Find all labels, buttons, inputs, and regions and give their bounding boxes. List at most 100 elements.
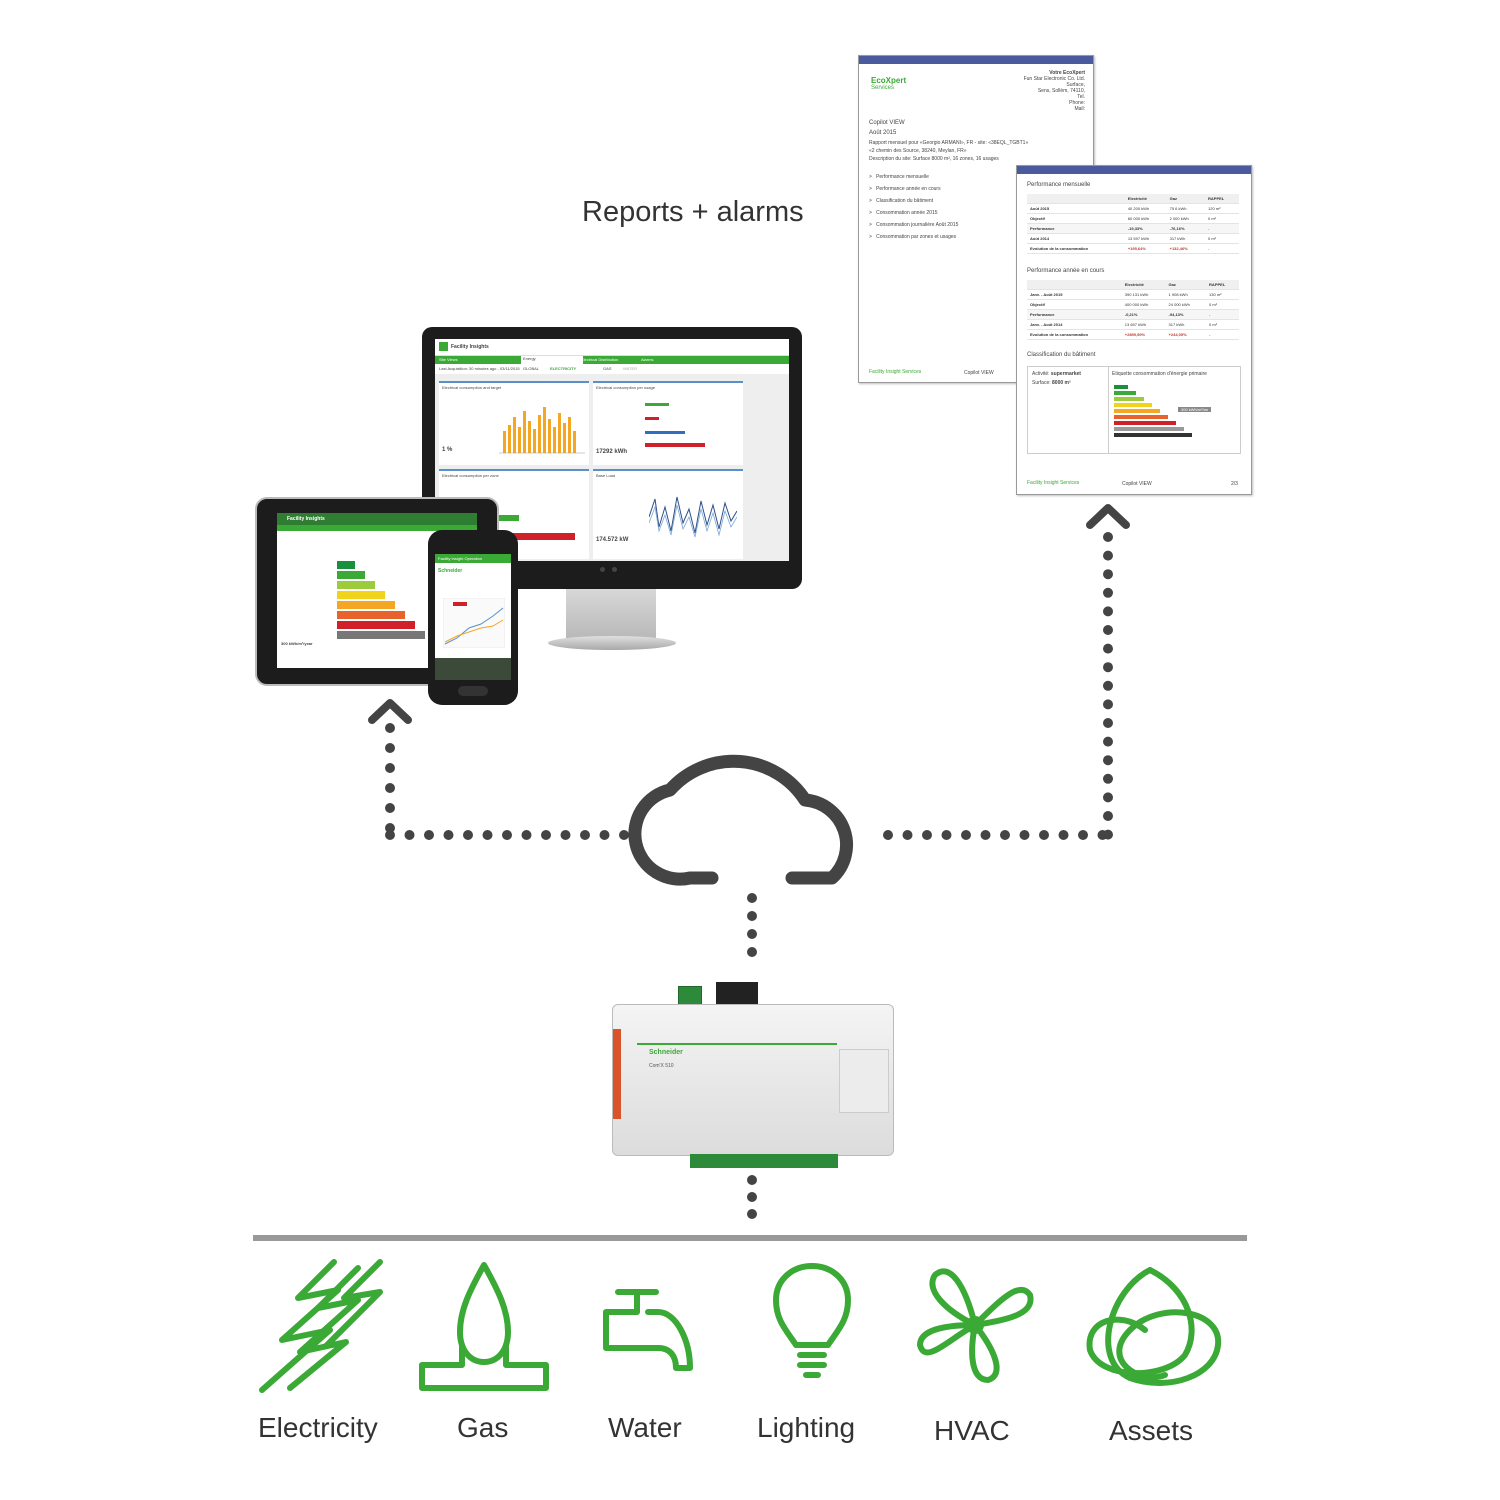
bar-chart-usage [645, 403, 705, 447]
table-cell: -94,13% [1165, 309, 1207, 320]
label-hvac: HVAC [934, 1415, 1010, 1446]
energy-class-bar [337, 561, 355, 569]
energy-label-value: 300 kWh/m²/an [1178, 407, 1212, 412]
tab-site-views[interactable]: Site Views [439, 357, 458, 362]
total-value: 17292 kWh [596, 449, 628, 455]
phone-brand: Schneider [438, 568, 463, 574]
gateway-model: Com'X 510 [649, 1063, 674, 1069]
monitor-button-icon [600, 567, 605, 572]
activity: Activité: supermarket [1032, 371, 1081, 377]
up-arrow-right-icon [1086, 504, 1130, 529]
app-name: Facility Insight Operation [438, 556, 483, 561]
phone-photo [435, 658, 511, 680]
monitor-base [548, 636, 676, 650]
surface: Surface: 8000 m² [1032, 380, 1071, 386]
report-address: «2 chemin des Source, 38240, Meylan, FR» [869, 148, 967, 154]
table-cell: +2859,50% [1121, 329, 1166, 340]
table-cell: 40 200 kWh [1124, 203, 1167, 214]
lightning-icon [259, 1259, 383, 1393]
table-row: Evolution de la consommation+2859,50%+24… [1027, 329, 1239, 340]
table-header [1027, 280, 1122, 290]
table-cell: 24 000 kWh [1165, 299, 1207, 310]
label-assets: Assets [1109, 1415, 1194, 1446]
energy-label-title: Etiquette consommation d'énergie primair… [1112, 371, 1207, 377]
classification-divider [1108, 367, 1109, 453]
table-cell: -19,33% [1124, 223, 1167, 234]
table-cell: Objectif [1027, 299, 1122, 310]
subtab-global[interactable]: GLOBAL [523, 366, 540, 371]
panel-title: Electrical consumption per zone [442, 473, 499, 478]
toc-item: > Classification du bâtiment [869, 198, 934, 204]
table-cell: -0,21% [1121, 309, 1166, 320]
table-cell: 2 000 kWh [1166, 213, 1205, 224]
energy-class-bar [1114, 385, 1128, 389]
table-cell: 13 597 kWh [1124, 233, 1167, 244]
logo-text: EcoXpert [871, 76, 907, 85]
status-bar: Last Acquisition: 30 minutes ago - 03/11… [435, 364, 789, 374]
total-value: 174.572 kW [596, 537, 629, 543]
app-name: Facility Insights [451, 344, 489, 350]
report-month: Août 2015 [869, 130, 897, 136]
section-title: Performance année en cours [1027, 268, 1105, 274]
toc-item: > Consommation par zones et usages [869, 234, 957, 240]
panel-title: Electrical consumption and target [442, 385, 502, 390]
addr-line: Votre EcoXpert [1049, 70, 1085, 76]
table-cell: 130 m² [1206, 289, 1239, 300]
table-cell: 0 m² [1205, 233, 1239, 244]
classification-box: Activité: supermarket Surface: 8000 m² E… [1027, 366, 1241, 454]
addr-line: Tel. [1077, 94, 1085, 100]
energy-label-chart [1114, 385, 1192, 437]
table-header: Electricité [1124, 194, 1167, 204]
tab-energy[interactable]: Energy [521, 356, 583, 364]
tab-alarms[interactable]: Alarms [641, 357, 654, 362]
toc-item: > Performance année en cours [869, 186, 941, 192]
tab-electrical-distribution[interactable]: Electrical Distribution [581, 357, 619, 362]
table-cell: 60 000 kWh [1124, 213, 1167, 224]
addr-line: Surface, [1066, 82, 1085, 88]
app-name: Facility Insights [287, 516, 325, 522]
subtab-electricity[interactable]: ELECTRICITY [550, 366, 577, 371]
fan-icon [917, 1268, 1034, 1383]
table-cell: 317 kWh [1166, 233, 1205, 244]
report-header-bar [1017, 166, 1251, 174]
energy-class-bar [1114, 397, 1144, 401]
app-header: Facility Insights [435, 339, 789, 356]
table-row: Performance-0,21%-94,13%- [1027, 309, 1239, 320]
energy-class-bar [1114, 409, 1160, 413]
energy-class-bar [1114, 391, 1136, 395]
panel-title: Base Load [596, 473, 616, 478]
table-cell: - [1205, 243, 1239, 254]
table-header: Gaz [1165, 280, 1207, 290]
tablet-tab-bar [277, 525, 477, 531]
energy-class-bar [337, 601, 395, 609]
monitor-stand [566, 589, 656, 639]
table-cell: - [1206, 329, 1239, 340]
table-cell: Evolution de la consommation [1027, 243, 1125, 254]
energy-class-bar [337, 611, 405, 619]
report-description: Description du site: Surface 8000 m², 16… [869, 156, 999, 162]
gateway-brand: Schneider [649, 1049, 683, 1056]
ecoxpert-logo: EcoXpert Services [871, 76, 921, 91]
label-water: Water [608, 1412, 682, 1443]
subtab-gas[interactable]: GAS [603, 366, 612, 371]
activity-label: Activité: [1032, 371, 1050, 377]
toc-item: > Consommation année 2015 [869, 210, 938, 216]
table-cell: 13 697 kWh [1121, 319, 1166, 330]
table-cell: 400 000 kWh [1121, 299, 1166, 310]
subtab-water[interactable]: WATER [623, 366, 637, 371]
table-cell: Août 2015 [1027, 203, 1125, 214]
tablet-energy-label-chart [337, 561, 425, 639]
report-subtitle: Rapport mensuel pour «Georgio ARMANI», F… [869, 140, 1029, 146]
surface-value: 8000 m² [1052, 380, 1071, 386]
logo-subtext: Services [871, 85, 895, 91]
cloud-icon [628, 754, 854, 886]
energy-class-bar [1114, 403, 1152, 407]
black-terminal-connector [716, 982, 758, 1006]
line-chart-base-load [649, 496, 737, 538]
table-cell: 0 m² [1206, 299, 1239, 310]
gateway-body: Schneider Com'X 510 [612, 1004, 894, 1156]
label-lighting: Lighting [757, 1412, 856, 1443]
